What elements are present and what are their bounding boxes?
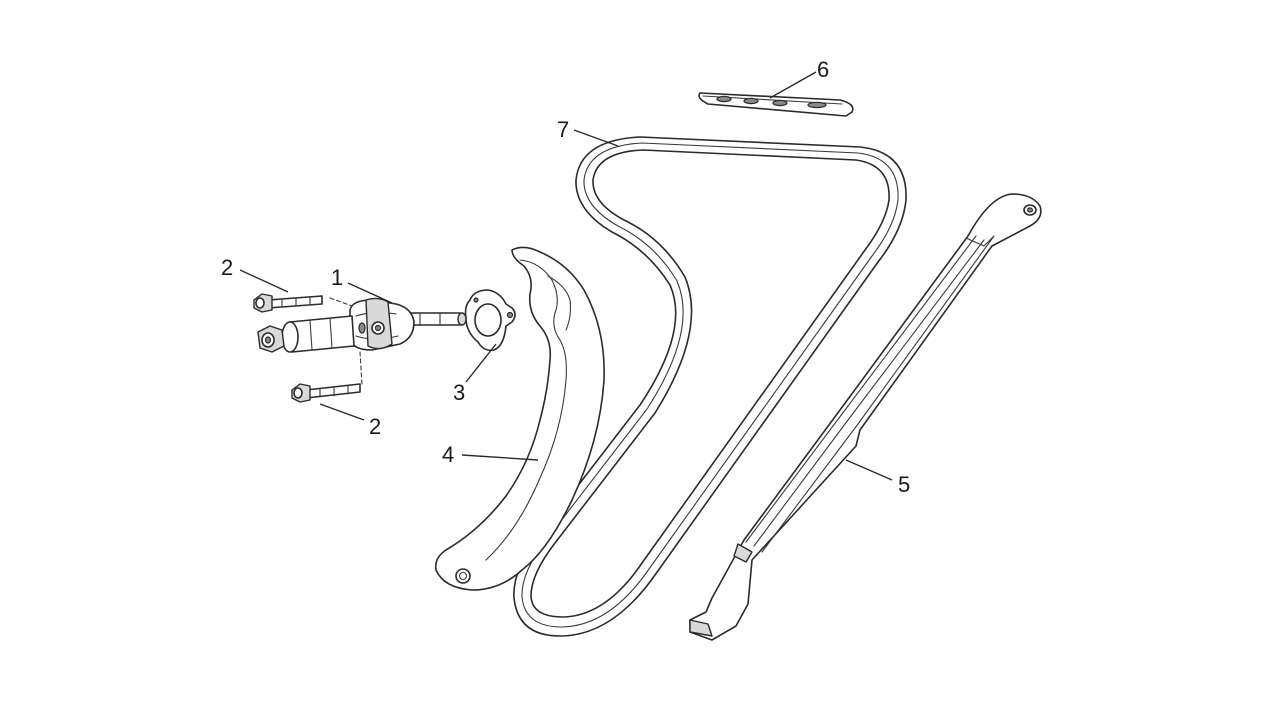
leader-2-lower [319, 403, 365, 421]
callout-5: 5 [898, 472, 910, 497]
callout-1: 1 [331, 265, 343, 290]
part-5-chain-guide-rail [689, 193, 1042, 641]
part-6-chain-guide-plate [698, 92, 854, 117]
callout-labels: 1 2 2 3 4 5 6 7 [221, 57, 910, 497]
leader-7 [573, 129, 619, 147]
leader-6 [769, 71, 817, 99]
callout-4: 4 [442, 442, 454, 467]
leader-4 [461, 454, 539, 461]
leader-3 [465, 343, 497, 383]
leader-2-upper [239, 269, 289, 293]
leader-lines [239, 71, 893, 481]
part-1-chain-tensioner-assembly [257, 297, 467, 353]
callout-3: 3 [453, 380, 465, 405]
part-3-tensioner-gasket [464, 289, 516, 352]
part-2-bolt-lower [291, 383, 361, 403]
callout-7: 7 [557, 117, 569, 142]
callout-2-upper: 2 [221, 255, 233, 280]
callout-6: 6 [817, 57, 829, 82]
part-4-chain-tensioner-guide [434, 246, 605, 591]
leader-5 [845, 459, 893, 481]
callout-2-lower: 2 [369, 414, 381, 439]
leader-1 [347, 282, 393, 304]
part-2-bolt-upper [253, 293, 323, 313]
